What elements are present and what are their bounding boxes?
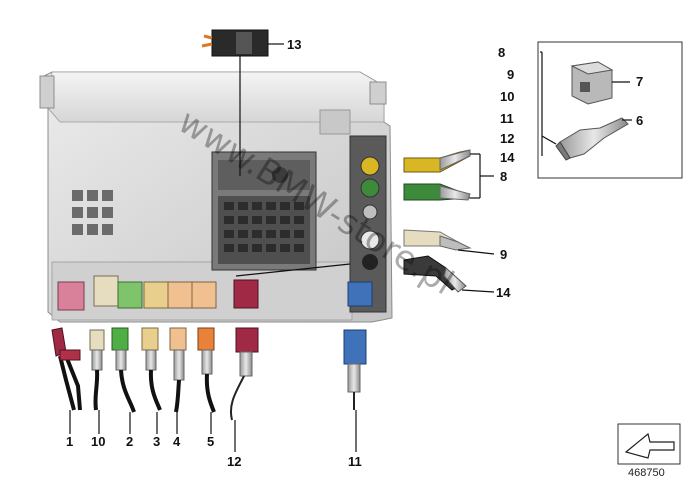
leader-lines	[69, 43, 632, 452]
head-unit-housing	[39, 71, 393, 323]
callout-2: 2	[126, 434, 133, 449]
callout-11: 11	[500, 111, 514, 126]
callout-12-bottom: 12	[227, 454, 241, 469]
inset-box	[537, 41, 683, 179]
socket-block	[211, 151, 317, 271]
callout-9-right: 9	[500, 247, 507, 262]
callout-13: 13	[287, 37, 301, 52]
bottom-cables	[51, 327, 367, 421]
callout-6: 6	[636, 113, 643, 128]
vent-grid	[72, 190, 113, 235]
callout-8-right: 8	[500, 169, 507, 184]
antenna-port-panel	[347, 135, 387, 313]
callout-11-bottom: 11	[348, 454, 362, 469]
part-13-connector	[201, 29, 269, 57]
port-row	[57, 275, 259, 311]
callout-14: 14	[500, 150, 515, 165]
callout-4: 4	[173, 434, 181, 449]
callout-8: 8	[498, 45, 505, 60]
navigation-arrow-icon	[617, 423, 681, 465]
figure-number: 468750	[628, 467, 665, 479]
callout-14-right: 14	[496, 285, 511, 300]
callout-10-bottom: 10	[91, 434, 105, 449]
callout-3: 3	[153, 434, 160, 449]
callout-10: 10	[500, 89, 514, 104]
callout-5: 5	[207, 434, 214, 449]
callout-1: 1	[66, 434, 73, 449]
callout-12: 12	[500, 131, 514, 146]
callout-7: 7	[636, 74, 643, 89]
right-connectors	[403, 149, 472, 293]
callout-9: 9	[507, 67, 514, 82]
